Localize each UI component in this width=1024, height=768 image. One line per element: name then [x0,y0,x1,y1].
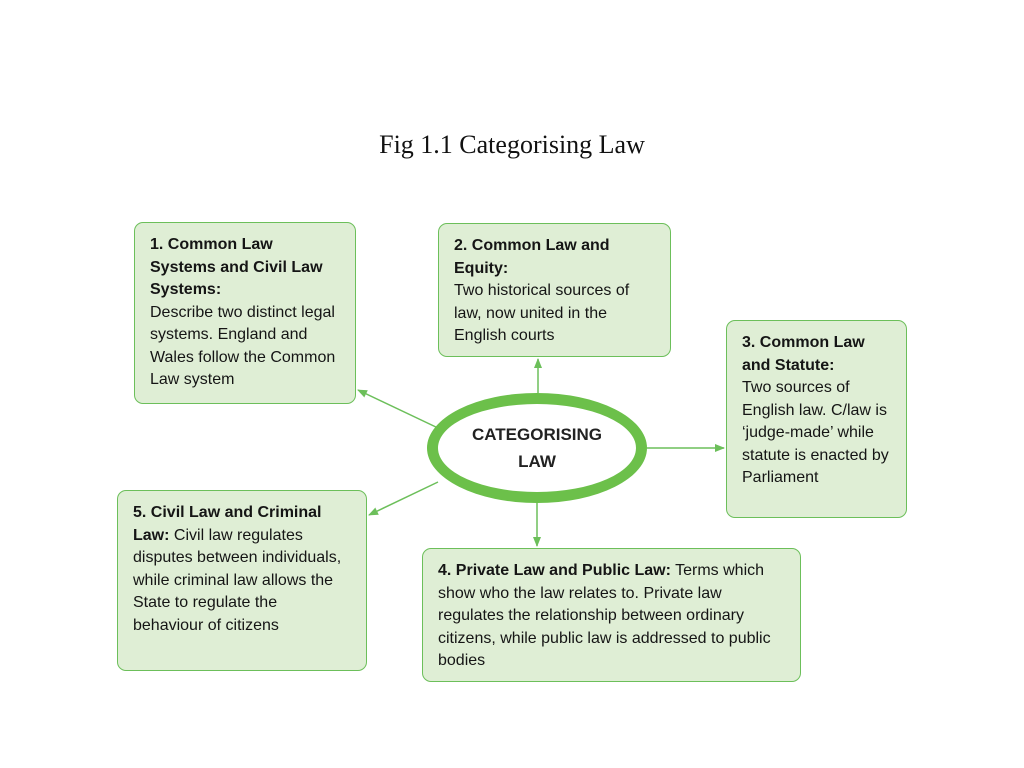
center-label: CATEGORISING LAW [471,425,603,471]
center-oval: CATEGORISING LAW [427,393,647,503]
box-common-law-civil-law-systems: 1. Common Law Systems and Civil Law Syst… [134,222,356,404]
box-private-law-public-law: 4. Private Law and Public Law: Terms whi… [422,548,801,682]
box-4-heading: 4. Private Law and Public Law: [438,562,671,579]
box-3-body: Two sources of English law. C/law is ‘ju… [742,379,889,486]
figure-title: Fig 1.1 Categorising Law [379,130,645,159]
box-1-body: Describe two distinct legal systems. Eng… [150,303,336,389]
arrow-to-box-5 [368,481,439,516]
box-4-body: Terms which show who the law relates to.… [438,562,771,669]
box-3-heading: 3. Common Law and Statute: [742,334,865,374]
box-common-law-equity: 2. Common Law and Equity: Two historical … [438,223,671,357]
box-civil-law-criminal-law: 5. Civil Law and Criminal Law: Civil law… [117,490,367,671]
box-2-body: Two historical sources of law, now unite… [454,282,630,344]
box-5-body: Civil law regulates disputes between ind… [133,526,342,634]
arrow-to-box-1 [357,389,439,429]
box-5-heading: 5. Civil Law and Criminal Law: [133,504,322,544]
box-1-heading: 1. Common Law Systems and Civil Law Syst… [150,236,323,298]
box-common-law-statute: 3. Common Law and Statute: Two sources of… [726,320,907,518]
box-2-heading: 2. Common Law and Equity: [454,237,610,277]
